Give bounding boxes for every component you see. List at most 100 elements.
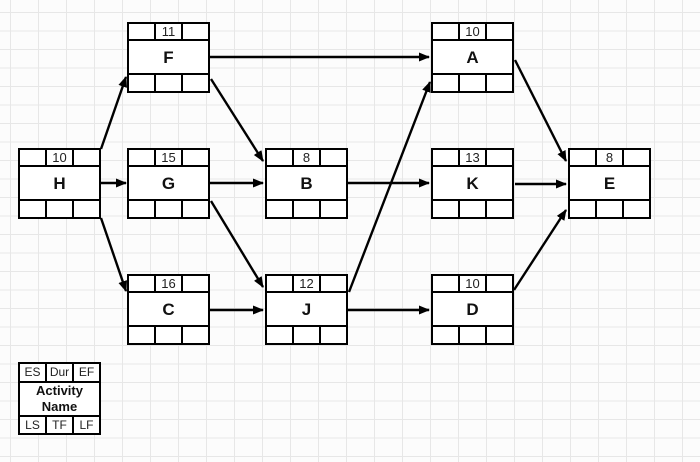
cell-dur: 10 bbox=[460, 24, 487, 39]
cell-dur: 8 bbox=[597, 150, 624, 165]
activity-name-label: H bbox=[53, 173, 66, 193]
arrow-H-to-C bbox=[99, 217, 128, 292]
cell-ef bbox=[487, 24, 512, 39]
activity-name-label: A bbox=[466, 47, 479, 67]
cell-dur: 12 bbox=[294, 276, 321, 291]
node-bottom-row bbox=[433, 199, 512, 217]
node-top-row: 10 bbox=[433, 276, 512, 293]
cell-lf bbox=[624, 201, 649, 217]
cell-ls bbox=[267, 201, 294, 217]
cell-ls bbox=[129, 327, 156, 343]
activity-name-label: B bbox=[300, 173, 313, 193]
cell-ls bbox=[267, 327, 294, 343]
cell-lf bbox=[321, 201, 346, 217]
legend-name-word: Name bbox=[41, 399, 78, 414]
node-top-row: 10 bbox=[20, 150, 99, 167]
cell-tf bbox=[156, 327, 183, 343]
cell-ls bbox=[20, 201, 47, 217]
cell-lf bbox=[183, 75, 208, 91]
activity-name-label: J bbox=[301, 299, 312, 319]
legend-es-label: ES bbox=[20, 364, 47, 381]
cell-ef bbox=[321, 276, 346, 291]
arrow-D-to-E bbox=[512, 209, 568, 291]
cell-ef bbox=[183, 150, 208, 165]
cell-dur: 16 bbox=[156, 276, 183, 291]
arrow-J-to-A bbox=[347, 81, 432, 293]
node-bottom-row bbox=[129, 325, 208, 343]
cell-lf bbox=[487, 201, 512, 217]
cell-lf bbox=[487, 75, 512, 91]
node-top-row: 8 bbox=[570, 150, 649, 167]
arrow-A-to-E bbox=[513, 59, 568, 162]
legend-top-row: ES Dur EF bbox=[20, 364, 99, 383]
cell-ls bbox=[129, 75, 156, 91]
cell-lf bbox=[183, 201, 208, 217]
cell-ef bbox=[74, 150, 99, 165]
legend-bottom-row: LS TF LF bbox=[20, 415, 99, 433]
cell-es bbox=[570, 150, 597, 165]
node-top-row: 15 bbox=[129, 150, 208, 167]
cell-tf bbox=[294, 327, 321, 343]
node-top-row: 12 bbox=[267, 276, 346, 293]
activity-name-label: G bbox=[161, 173, 176, 193]
arrow-G-to-J bbox=[209, 200, 265, 288]
cell-es bbox=[433, 24, 460, 39]
cell-ls bbox=[433, 201, 460, 217]
cell-tf bbox=[460, 201, 487, 217]
activity-name-label: C bbox=[162, 299, 175, 319]
legend-box: ES Dur EF Activity Name LS TF LF bbox=[18, 362, 101, 435]
node-top-row: 16 bbox=[129, 276, 208, 293]
cell-ef bbox=[487, 276, 512, 291]
cell-ef bbox=[321, 150, 346, 165]
cell-es bbox=[267, 150, 294, 165]
legend-ef-label: EF bbox=[78, 365, 95, 380]
cell-ef bbox=[183, 24, 208, 39]
cell-lf bbox=[183, 327, 208, 343]
cell-tf bbox=[460, 327, 487, 343]
cell-es bbox=[433, 276, 460, 291]
node-top-row: 11 bbox=[129, 24, 208, 41]
cell-es bbox=[129, 276, 156, 291]
node-bottom-row bbox=[433, 73, 512, 91]
cell-dur: 15 bbox=[156, 150, 183, 165]
activity-name-label: D bbox=[466, 299, 479, 319]
node-top-row: 13 bbox=[433, 150, 512, 167]
arrow-H-to-F bbox=[99, 76, 128, 150]
cell-tf bbox=[156, 75, 183, 91]
cell-dur: 11 bbox=[156, 24, 183, 39]
cell-tf bbox=[597, 201, 624, 217]
cell-lf bbox=[487, 327, 512, 343]
cell-dur: 10 bbox=[460, 276, 487, 291]
cell-lf bbox=[74, 201, 99, 217]
node-bottom-row bbox=[433, 325, 512, 343]
legend-activity-name-label: Activity Name bbox=[20, 383, 99, 416]
cell-ls bbox=[129, 201, 156, 217]
cell-es bbox=[129, 150, 156, 165]
cell-lf bbox=[321, 327, 346, 343]
node-top-row: 8 bbox=[267, 150, 346, 167]
activity-name-label: F bbox=[163, 47, 174, 67]
node-bottom-row bbox=[267, 199, 346, 217]
node-bottom-row bbox=[129, 199, 208, 217]
node-top-row: 10 bbox=[433, 24, 512, 41]
activity-name-label: K bbox=[466, 173, 479, 193]
cell-es bbox=[129, 24, 156, 39]
cell-es bbox=[20, 150, 47, 165]
cell-ls bbox=[433, 327, 460, 343]
cell-ef bbox=[487, 150, 512, 165]
cell-tf bbox=[156, 201, 183, 217]
cell-tf bbox=[47, 201, 74, 217]
cell-dur: 8 bbox=[294, 150, 321, 165]
